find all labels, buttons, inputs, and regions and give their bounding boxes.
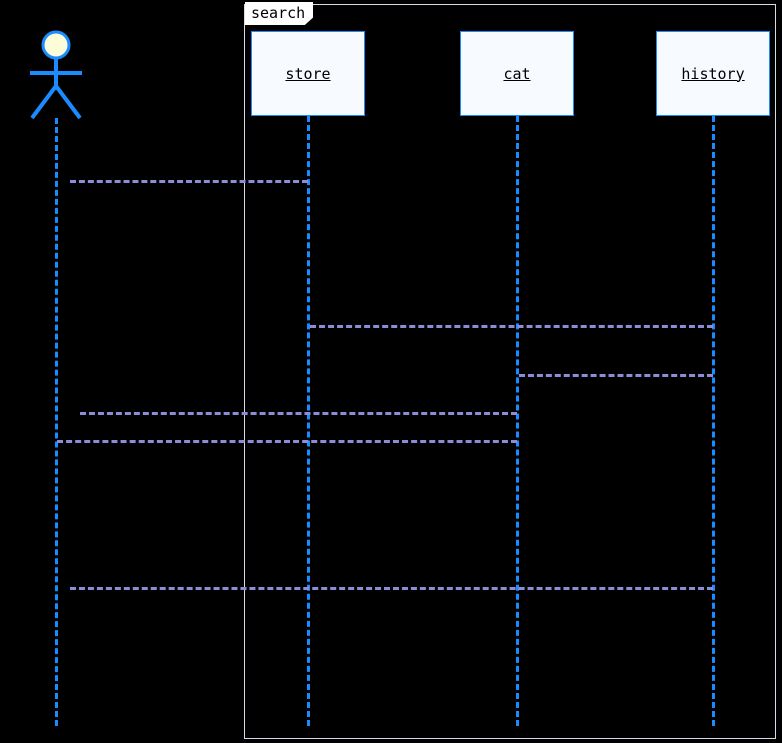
- lifeline-history: [712, 116, 715, 726]
- participant-history-label: history: [681, 64, 745, 83]
- lifeline-cat: [516, 116, 519, 726]
- participant-store-label: store: [285, 64, 331, 83]
- actor-icon: [30, 30, 82, 120]
- message-arrow-4[interactable]: [80, 412, 517, 415]
- message-arrow-3[interactable]: [519, 374, 713, 377]
- lifeline-actor: [55, 118, 58, 726]
- message-arrow-1[interactable]: [70, 180, 308, 183]
- message-arrow-5[interactable]: [57, 440, 517, 443]
- participant-cat[interactable]: cat: [460, 31, 574, 116]
- sequence-frame: [244, 4, 776, 739]
- participant-store[interactable]: store: [251, 31, 365, 116]
- lifeline-store: [307, 116, 310, 726]
- frame-label-tag: search: [245, 2, 313, 25]
- message-arrow-6[interactable]: [70, 587, 713, 590]
- actor-figure[interactable]: [24, 28, 90, 120]
- frame-label-text: search: [251, 4, 306, 22]
- message-arrow-2[interactable]: [310, 325, 713, 328]
- participant-cat-label: cat: [503, 64, 531, 83]
- participant-history[interactable]: history: [656, 31, 770, 116]
